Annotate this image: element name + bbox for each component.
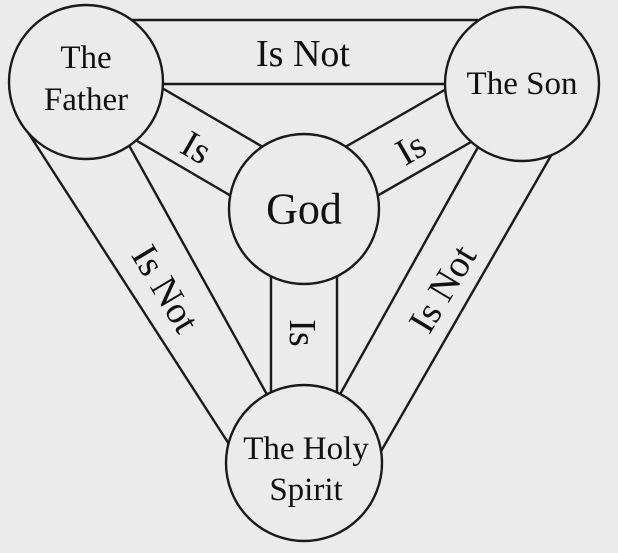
node-father-label-line1: The (60, 40, 111, 76)
node-god-label: God (266, 185, 342, 234)
node-spirit-label-line1: The Holy (243, 431, 369, 467)
band-father-spirit (18, 119, 272, 456)
band-son-spirit (336, 139, 562, 454)
band-father-god (131, 86, 269, 202)
edge-son-spirit-label: Is Not (401, 238, 486, 341)
node-spirit-circle (224, 383, 384, 543)
node-father-circle (7, 3, 165, 161)
node-father-label-line2: Father (44, 82, 128, 118)
band-father-son (128, 18, 478, 86)
band-spirit-god (269, 276, 339, 396)
node-son-label: The Son (467, 66, 578, 102)
edge-father-son-label: Is Not (256, 33, 350, 75)
edge-father-spirit-label: Is Not (123, 238, 208, 341)
node-spirit-label-line2: Spirit (269, 472, 342, 508)
band-son-god (339, 86, 479, 202)
edge-spirit-god-label: Is (281, 319, 323, 346)
node-god-circle (227, 132, 381, 286)
node-son-circle (443, 5, 601, 163)
